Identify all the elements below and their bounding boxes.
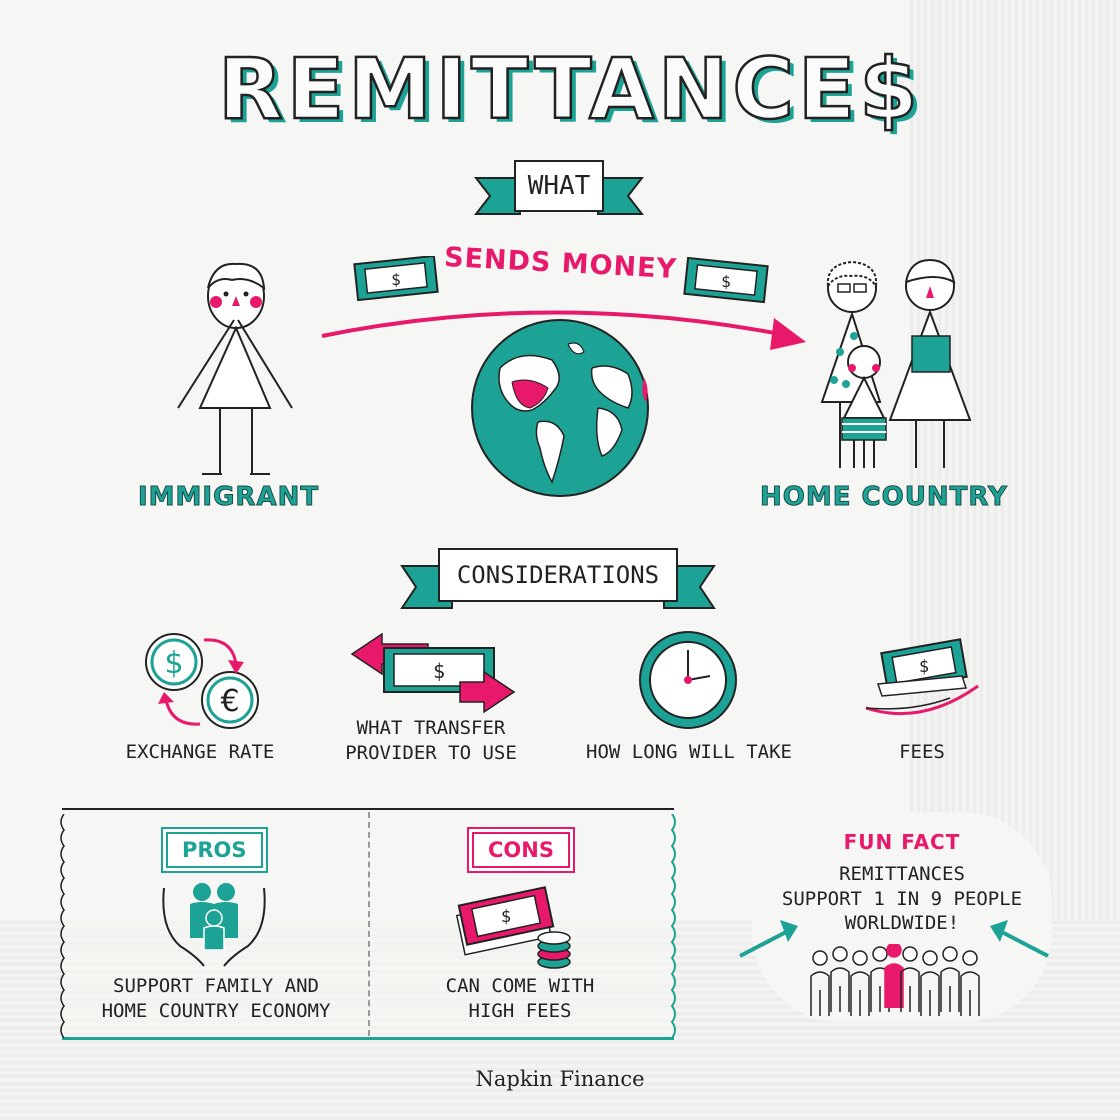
ticket-edge-left [60,814,65,1038]
pros-line2: HOME COUNTRY ECONOMY [101,999,331,1022]
cons-line2: HIGH FEES [468,999,572,1022]
person [900,946,920,1012]
transfer-arrows-icon: $ [350,632,516,714]
clock-icon [639,631,737,729]
person [830,946,850,1012]
pointer-arrow-left-icon [739,920,798,958]
immigrant-label: IMMIGRANT [137,482,320,513]
euro-symbol: € [220,684,239,719]
globe-icon [471,319,649,497]
transfer-label-line2: PROVIDER TO USE [345,741,517,764]
fun-fact-line3: WORLDWIDE! [844,912,960,935]
fees-bill-symbol: $ [919,657,929,677]
fun-fact-text: REMITTANCES SUPPORT 1 IN 9 PEOPLE WORLDW… [752,862,1052,936]
people-group-icon [810,944,980,1016]
page-title: REMITTANCE$ [217,39,922,140]
consideration-fees-label: FEES [899,741,945,763]
pros-description: SUPPORT FAMILY AND HOME COUNTRY ECONOMY [76,974,356,1023]
fun-fact-line2: SUPPORT 1 IN 9 PEOPLE [781,887,1023,910]
fun-fact-line1: REMITTANCES [839,863,965,885]
footer-brand: Napkin Finance [475,1067,645,1091]
considerations-banner: CONSIDERATIONS [400,546,716,618]
cons-tag: CONS [472,832,570,868]
person [810,950,830,1016]
pros-line1: SUPPORT FAMILY AND [113,975,319,997]
transfer-label-line1: WHAT TRANSFER [356,717,506,739]
pointer-arrow-right-icon [990,920,1049,958]
person [960,950,980,1016]
ticket-edge-right [670,814,676,1038]
consideration-how-long-label: HOW LONG WILL TAKE [586,741,792,763]
immigrant-figure-icon [177,262,293,475]
home-country-label: HOME COUNTRY [760,482,1008,513]
what-banner: WHAT [474,158,644,230]
bill-symbol-left: $ [391,270,401,289]
transfer-bill-symbol: $ [433,659,445,683]
highlighted-person [884,944,904,1008]
napkin-background [0,0,910,920]
family-hands-icon [162,883,266,967]
consideration-transfer-provider-label: WHAT TRANSFER PROVIDER TO USE [326,716,536,765]
dollar-symbol: $ [164,646,183,681]
dollar-bill-icon: $ [353,256,439,302]
bill-symbol-right: $ [721,272,731,291]
send-arrow-icon [321,310,806,350]
pros-cons-divider [368,812,370,1036]
person [920,950,940,1016]
what-banner-text: WHAT [514,160,604,212]
cons-line1: CAN COME WITH [445,975,595,997]
dollar-bill-icon: $ [683,256,769,304]
cash-coins-icon: $ [455,886,571,969]
family-figures-icon [820,258,972,468]
person [850,950,870,1016]
cons-bill-symbol: $ [501,907,511,927]
considerations-banner-text: CONSIDERATIONS [438,548,678,602]
banner-ribbon-icon [474,177,644,215]
consideration-exchange-rate-label: EXCHANGE RATE [125,741,275,763]
person [940,946,960,1012]
cons-description: CAN COME WITH HIGH FEES [400,974,640,1023]
pros-tag: PROS [166,832,263,868]
money-hand-icon: $ [865,638,979,716]
exchange-rate-icon: $ € [145,633,259,729]
fun-fact-title: FUN FACT [843,830,961,854]
